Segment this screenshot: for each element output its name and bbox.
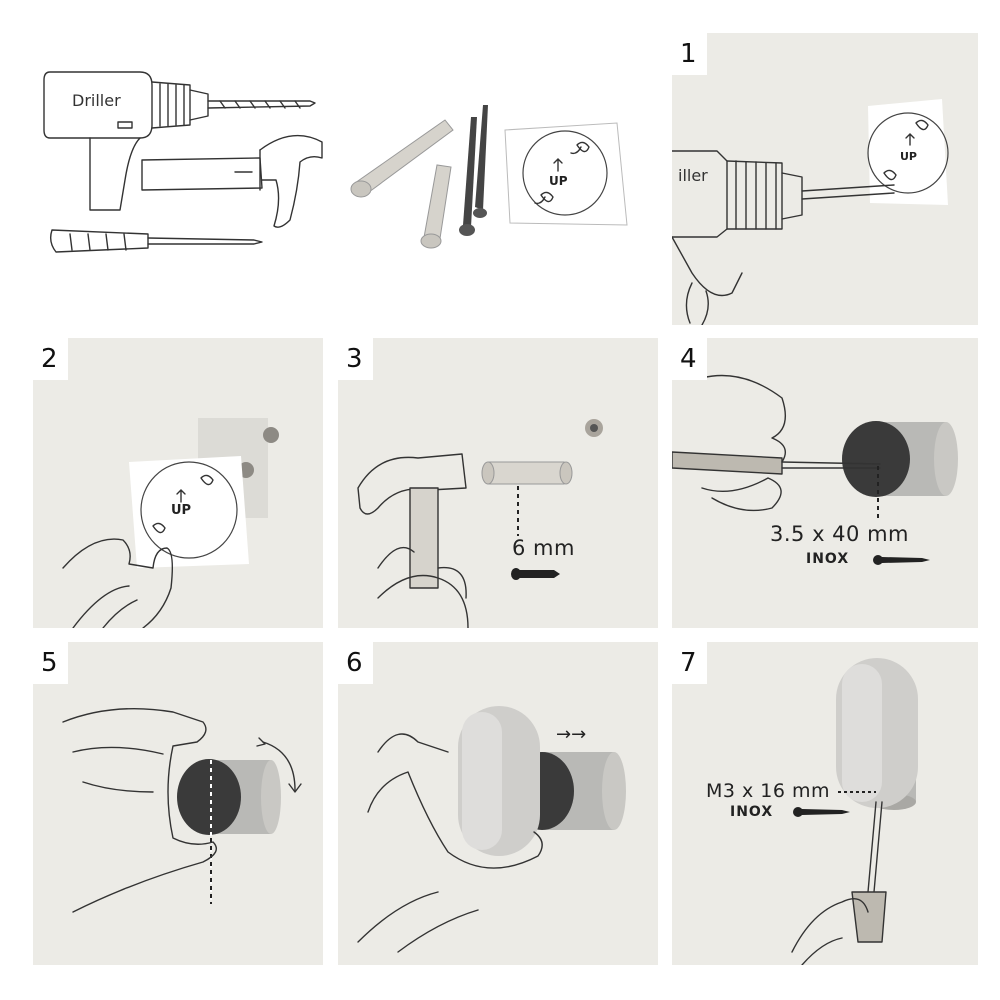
step-number: 3 <box>338 338 373 380</box>
rotate-arrow-icon <box>262 741 296 791</box>
tools-illustration: Driller <box>30 30 330 300</box>
screwdriver-icon <box>851 801 887 943</box>
template-up-label: UP <box>171 503 191 518</box>
hook-base-cylinder <box>842 421 958 497</box>
step-number: 7 <box>672 642 707 684</box>
hardware-kit: UP <box>345 75 635 275</box>
screw-small-icon <box>873 555 930 565</box>
plug-size-label: 6 mm <box>512 536 575 560</box>
step-4-panel: 3.5 x 40 mm INOX 4 <box>672 338 978 628</box>
hammer-icon <box>141 134 323 228</box>
drilling-template-card <box>504 122 628 226</box>
step-number: 4 <box>672 338 707 380</box>
drill-brand-label: iller <box>678 166 708 185</box>
step-number: 2 <box>33 338 68 380</box>
step-5-illustration <box>62 707 302 913</box>
push-arrow-icon: →→ <box>556 724 587 745</box>
drilling-template-card <box>867 99 949 205</box>
step-6-panel: →→ 6 <box>338 642 658 965</box>
template-up-label: UP <box>549 174 568 188</box>
hook-cap <box>458 706 540 856</box>
screw-size-label: 3.5 x 40 mm <box>770 522 909 546</box>
material-label: INOX <box>806 551 850 567</box>
step-1-illustration: iller UP <box>672 99 949 325</box>
wall-plug-icon <box>420 164 452 249</box>
step-3-panel: 6 mm 3 <box>338 338 658 628</box>
hand-icon <box>791 898 869 965</box>
drilling-template-card <box>129 456 249 568</box>
hook-cap <box>836 658 918 808</box>
step-number: 5 <box>33 642 68 684</box>
hand-icon <box>62 538 174 628</box>
drill-brand-label: Driller <box>72 91 121 110</box>
drill-hole <box>263 427 279 443</box>
screwdriver-icon <box>49 229 263 253</box>
screw-small-icon <box>793 807 850 817</box>
screw-icon <box>473 105 488 218</box>
hook-base-cylinder <box>510 752 626 830</box>
material-label: INOX <box>730 804 774 820</box>
hammer-icon <box>357 453 469 628</box>
step-6-illustration <box>357 706 626 953</box>
step-2-illustration: UP <box>62 418 279 628</box>
hand-icon <box>357 733 543 953</box>
wall-plug-icon <box>481 461 573 485</box>
step-3-illustration <box>357 419 603 628</box>
screw-icon <box>459 117 477 236</box>
step-7-illustration <box>791 658 918 965</box>
screwdriver-icon <box>672 451 881 475</box>
hand-icon <box>701 374 786 512</box>
step-5-panel: 5 <box>33 642 323 965</box>
step-number: 1 <box>672 33 707 75</box>
step-4-illustration <box>672 374 958 565</box>
wall-plug-icon <box>350 119 454 198</box>
tools-sketch: Driller <box>43 71 323 253</box>
template-up-label: UP <box>900 150 917 163</box>
drill-icon <box>43 71 316 211</box>
step-7-panel: M3 x 16 mm INOX 7 <box>672 642 978 965</box>
hardware-sketch: UP <box>350 105 628 249</box>
step-1-panel: iller UP 1 <box>672 33 978 325</box>
hook-base-cylinder <box>177 759 281 835</box>
step-2-panel: UP 2 <box>33 338 323 628</box>
screw-size-label: M3 x 16 mm <box>706 780 831 802</box>
wall-plug-small-icon <box>511 568 560 580</box>
drill-icon <box>672 150 895 325</box>
hand-icon <box>62 707 217 913</box>
step-number: 6 <box>338 642 373 684</box>
